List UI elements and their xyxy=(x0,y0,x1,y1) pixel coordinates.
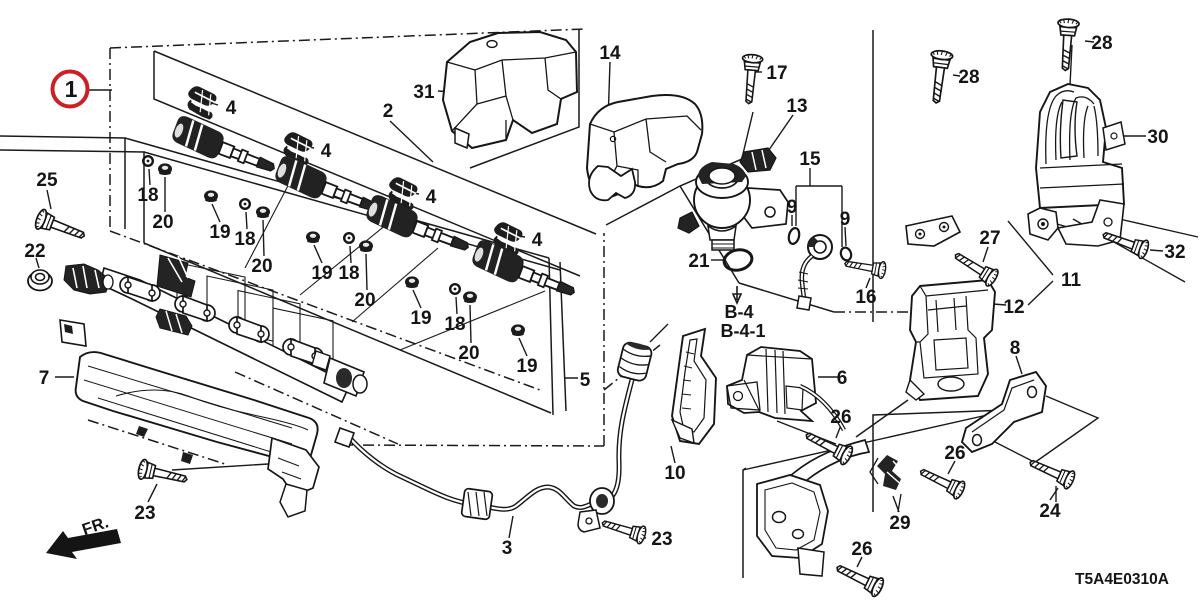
svg-text:7: 7 xyxy=(39,368,50,389)
svg-text:20: 20 xyxy=(251,256,272,277)
svg-text:16: 16 xyxy=(855,287,876,308)
svg-text:15: 15 xyxy=(799,149,821,170)
svg-text:11: 11 xyxy=(1061,270,1082,291)
svg-text:18: 18 xyxy=(444,314,465,335)
svg-text:6: 6 xyxy=(837,368,848,389)
svg-text:19: 19 xyxy=(516,356,537,377)
svg-text:20: 20 xyxy=(152,212,173,233)
svg-text:18: 18 xyxy=(234,229,255,250)
svg-text:26: 26 xyxy=(830,407,851,428)
svg-text:1: 1 xyxy=(65,76,78,102)
svg-text:14: 14 xyxy=(599,43,621,64)
svg-text:23: 23 xyxy=(651,529,672,550)
svg-text:5: 5 xyxy=(580,370,591,391)
svg-text:4: 4 xyxy=(532,230,543,251)
svg-text:24: 24 xyxy=(1039,501,1061,522)
svg-text:20: 20 xyxy=(354,290,375,311)
svg-text:B-4: B-4 xyxy=(724,302,753,322)
svg-text:27: 27 xyxy=(979,228,1000,249)
svg-text:9: 9 xyxy=(840,209,851,230)
svg-text:29: 29 xyxy=(889,513,910,534)
svg-text:10: 10 xyxy=(664,463,685,484)
svg-text:22: 22 xyxy=(24,241,45,262)
svg-text:4: 4 xyxy=(321,141,332,162)
svg-text:B-4-1: B-4-1 xyxy=(720,321,765,341)
svg-text:12: 12 xyxy=(1003,297,1024,318)
svg-text:26: 26 xyxy=(851,539,872,560)
svg-text:25: 25 xyxy=(36,170,58,191)
svg-text:17: 17 xyxy=(766,63,787,84)
svg-text:21: 21 xyxy=(688,251,710,272)
svg-text:31: 31 xyxy=(413,82,435,103)
svg-text:3: 3 xyxy=(502,538,513,559)
svg-text:18: 18 xyxy=(338,263,359,284)
svg-text:28: 28 xyxy=(958,67,979,88)
svg-text:23: 23 xyxy=(134,503,155,524)
svg-text:26: 26 xyxy=(944,443,965,464)
svg-text:4: 4 xyxy=(426,187,437,208)
svg-text:30: 30 xyxy=(1147,127,1168,148)
svg-text:19: 19 xyxy=(209,222,230,243)
svg-text:19: 19 xyxy=(311,263,332,284)
svg-text:28: 28 xyxy=(1091,33,1112,54)
svg-text:19: 19 xyxy=(410,308,431,329)
svg-text:2: 2 xyxy=(383,101,394,122)
svg-text:18: 18 xyxy=(137,185,158,206)
svg-text:32: 32 xyxy=(1164,242,1185,263)
svg-text:20: 20 xyxy=(458,343,479,364)
svg-text:9: 9 xyxy=(787,197,798,218)
svg-text:T5A4E0310A: T5A4E0310A xyxy=(1075,571,1169,588)
svg-text:13: 13 xyxy=(786,96,807,117)
svg-text:8: 8 xyxy=(1010,338,1021,359)
svg-text:4: 4 xyxy=(226,98,237,119)
